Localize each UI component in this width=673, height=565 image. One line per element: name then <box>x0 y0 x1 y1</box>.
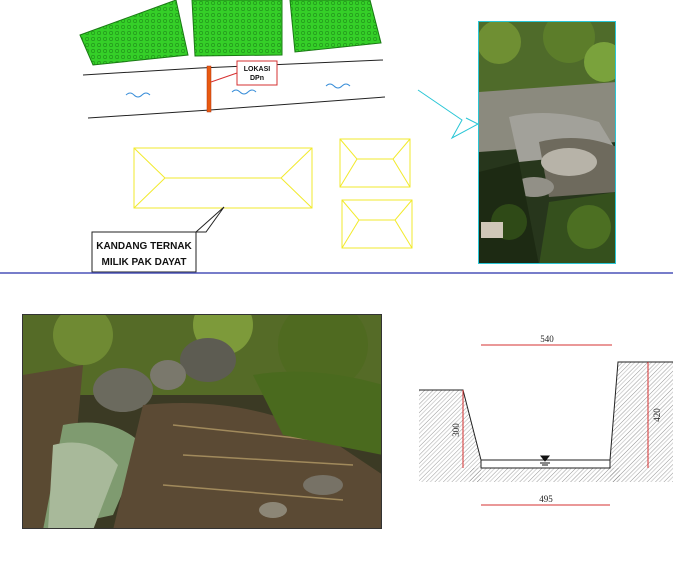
barn-roof-large <box>133 147 313 209</box>
weir-marker <box>206 65 212 113</box>
river-photo <box>478 21 616 264</box>
weir-leader <box>210 72 238 83</box>
field-middle <box>191 0 283 57</box>
barn-callout <box>91 206 225 273</box>
water-level-icon <box>539 455 551 466</box>
water-wave-icon <box>125 83 351 98</box>
barn-label-line1: KANDANG TERNAK <box>96 241 192 252</box>
photo-callout-arrow <box>417 89 480 140</box>
channel-floor-hatch <box>470 468 620 482</box>
stream-photo <box>22 314 382 529</box>
channel-cross-section: 540 495 300 420 <box>419 334 673 506</box>
left-height-dim: 300 <box>451 423 461 437</box>
river-bank-lower <box>87 96 386 119</box>
barn-label-line2: MILIK PAK DAYAT <box>101 257 186 268</box>
top-width-dim: 540 <box>540 334 554 344</box>
field-left <box>79 0 189 66</box>
location-label-box <box>236 60 278 86</box>
river-bank-upper <box>82 59 384 76</box>
right-bank-hatch <box>610 362 673 482</box>
field-right <box>289 0 382 53</box>
bottom-width-dim: 495 <box>539 494 553 504</box>
location-label-line2: DPn <box>250 75 264 82</box>
channel-bed <box>480 460 611 469</box>
right-height-dim: 420 <box>652 408 662 422</box>
building-roof-upper <box>339 138 411 188</box>
building-roof-lower <box>341 199 413 249</box>
location-label-line1: LOKASI <box>244 66 271 73</box>
left-bank-hatch <box>419 390 481 482</box>
